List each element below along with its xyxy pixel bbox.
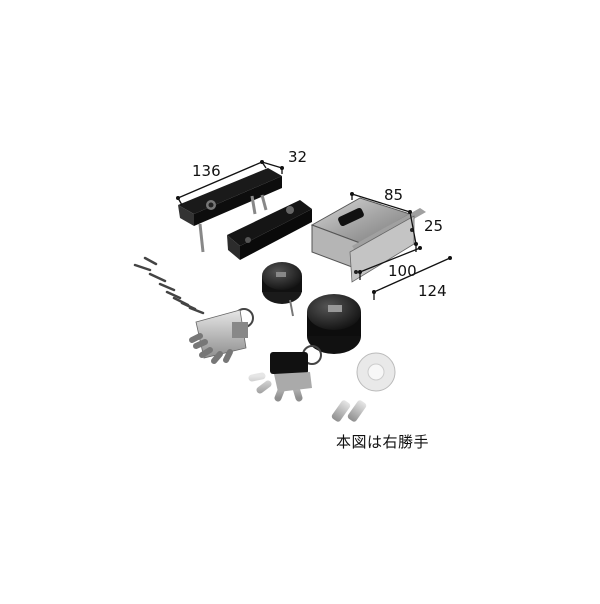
pins xyxy=(331,400,367,422)
lock-body xyxy=(310,197,426,283)
dim-lock-width: 85 xyxy=(384,186,403,204)
dimension-arrows xyxy=(176,160,452,294)
washer xyxy=(356,352,396,392)
dim-total-length: 124 xyxy=(418,282,447,300)
dim-strike-width: 32 xyxy=(288,148,307,166)
receiver-plate xyxy=(227,194,312,260)
key-set-right xyxy=(248,345,322,402)
handedness-caption: 本図は右勝手 xyxy=(336,433,430,451)
dimension-lines xyxy=(177,161,451,300)
key-set-left xyxy=(189,308,254,364)
cylinder-knob-small xyxy=(262,262,302,317)
dim-lock-depth: 25 xyxy=(424,217,443,235)
screws xyxy=(133,256,205,315)
dim-backset: 100 xyxy=(388,262,417,280)
dim-strike-length: 136 xyxy=(192,162,221,180)
strike-plate xyxy=(178,168,282,253)
cylinder-knob-large xyxy=(307,294,361,354)
